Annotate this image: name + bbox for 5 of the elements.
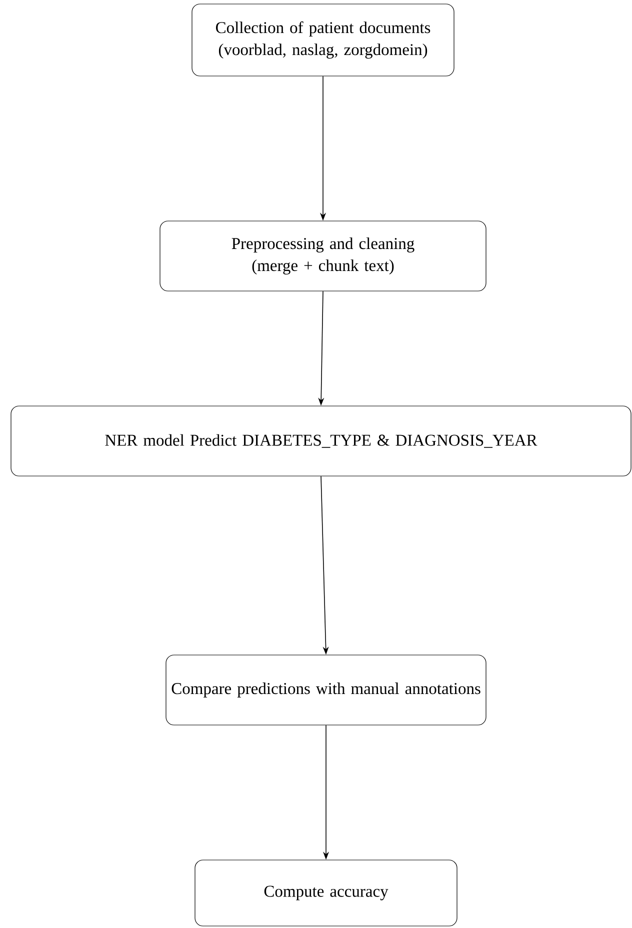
process-box: NER model Predict DIABETES_TYPE & DIAGNOSIS_YEAR	[10, 406, 632, 476]
process-box: Compute accuracy	[194, 860, 458, 926]
process-box: Compare predictions with manual annotations	[166, 654, 486, 726]
process-box: Collection of patient documents (voorblad, naslag, zorgdomein)	[192, 4, 454, 76]
process-box: Preprocessing and cleaning (merge + chunk text)	[160, 220, 486, 292]
